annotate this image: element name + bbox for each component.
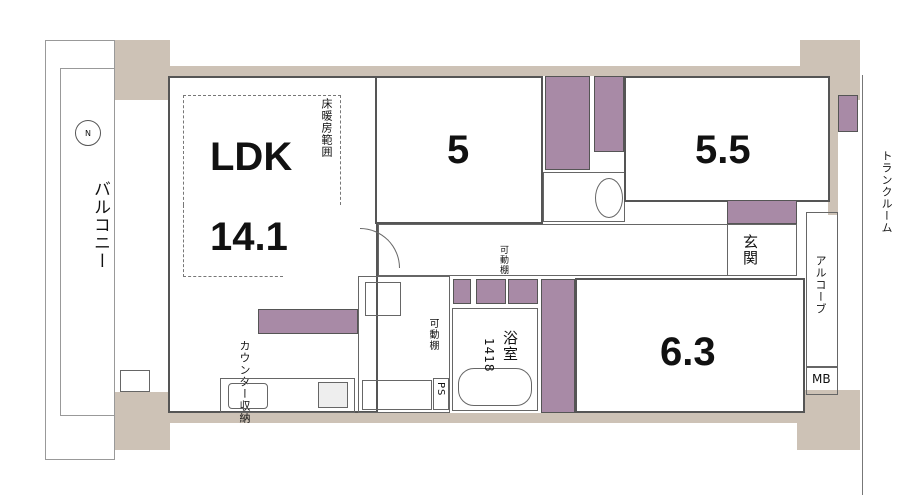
room-5-5 [624,76,830,202]
alcove [806,212,838,367]
wall-corner [797,390,860,450]
room-5-size: 5 [447,128,470,172]
wall-top [115,66,835,76]
shelf [508,279,538,304]
room-6-3-size: 6.3 [660,330,716,374]
entrance [727,224,797,276]
entrance-label: 玄関 [741,234,759,266]
toilet-icon [595,178,623,218]
stove-icon [318,382,348,408]
room-5 [375,76,543,224]
floor-heating-area [183,205,283,277]
ldk-label: LDK [210,135,293,179]
mb-label: MB [812,372,831,386]
shelf [476,279,506,304]
movable-shelf-label: 可動棚 [498,245,508,275]
alcove-label: アルコーブ [814,255,827,315]
washing-machine-icon [365,282,401,316]
balcony-drain [120,370,150,392]
sink-icon [228,383,268,409]
ldk-room [168,76,378,413]
wash-basin [362,380,432,410]
north-compass-icon: N [75,120,101,146]
shoe-storage [727,200,797,224]
closet [594,76,624,152]
bath-size: 1418 [482,338,496,373]
movable-shelf-label: 可動棚 [427,318,438,351]
washroom [358,276,450,413]
hallway [378,224,728,276]
corridor-line [862,75,863,495]
ps-label: PS [435,382,446,397]
shelf [453,279,471,304]
pipe-space [433,378,449,410]
wall-bottom [115,413,860,423]
ldk-size: 14.1 [210,215,288,259]
balcony-label: バルコニー [90,180,110,270]
kitchen-counter [220,378,355,413]
room-5-5-size: 5.5 [695,128,751,172]
meter-box [806,367,838,395]
wall-right [828,95,838,215]
counter-storage-label: カウンター収納 [238,340,251,424]
trunk-room-label: トランクルーム [880,150,893,234]
counter-storage [258,309,358,334]
bath-label: 浴室 [501,330,519,362]
room-6-3 [575,278,805,413]
balcony-inner [60,68,115,416]
bathtub-icon [458,368,532,406]
closet [541,279,575,413]
bathroom [452,308,538,411]
closet [545,76,590,170]
floor-heating-area [183,95,341,205]
trunk-room [838,95,858,132]
floor-heating-label: 床暖房範囲 [320,98,333,158]
